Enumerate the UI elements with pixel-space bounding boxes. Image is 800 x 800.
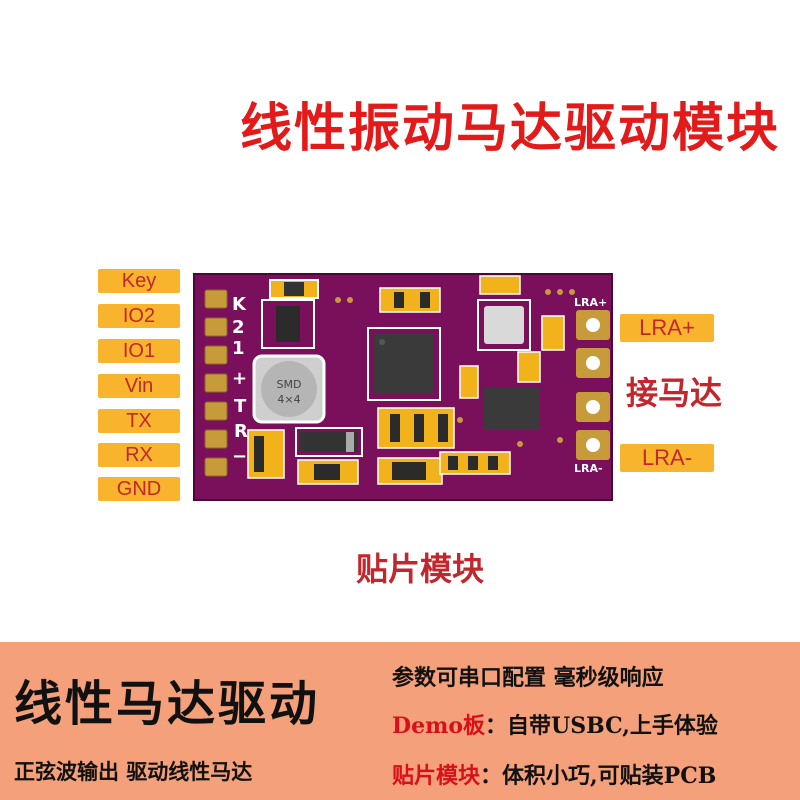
banner-feature-2: Demo板：自带USBC,上手体验 — [392, 708, 718, 740]
silk-pin-t: T — [234, 396, 247, 417]
connect-motor-label: 接马达 — [626, 374, 723, 412]
pin-label-rx: RX — [98, 443, 180, 467]
pin-label-vin: Vin — [98, 374, 180, 398]
banner-subtitle: 正弦波输出 驱动线性马达 — [14, 760, 253, 784]
lra-plus-label: LRA+ — [620, 314, 714, 342]
header-pins — [204, 289, 228, 477]
banner-feature-1: 参数可串口配置 毫秒级响应 — [392, 660, 664, 692]
driver-chip — [484, 388, 540, 430]
silk-pin-plus: + — [232, 368, 247, 389]
smd-module-caption: 贴片模块 — [355, 550, 484, 588]
lra-minus-label: LRA- — [620, 444, 714, 472]
pin-label-tx: TX — [98, 409, 180, 433]
pin-label-io1: IO1 — [98, 339, 180, 363]
banner-feature-3-highlight: 贴片模块 — [392, 763, 481, 789]
pin-label-gnd: GND — [98, 477, 180, 501]
silk-pin-minus: − — [232, 446, 247, 467]
page-title: 线性振动马达驱动模块 — [239, 99, 780, 159]
silk-pin-r: R — [234, 421, 248, 442]
silk-pin-k: K — [232, 294, 247, 315]
banner-title: 线性马达驱动 — [14, 676, 321, 732]
banner-feature-1-text: 参数可串口配置 毫秒级响应 — [392, 665, 664, 691]
pin-label-io2: IO2 — [98, 304, 180, 328]
silk-lra-minus: LRA- — [574, 462, 603, 475]
banner-feature-2-text: ：自带USBC,上手体验 — [485, 713, 718, 739]
banner-feature-3-text: ：体积小巧,可贴装PCB — [480, 763, 717, 789]
bottom-banner — [0, 642, 800, 800]
lra-pads — [576, 310, 610, 460]
inductor-smd: SMD 4×4 — [252, 354, 326, 424]
silk-lra-plus: LRA+ — [574, 296, 607, 309]
inductor-label-1: SMD — [277, 378, 302, 391]
silk-pin-1: 1 — [232, 338, 245, 359]
inductor-label-2: 4×4 — [277, 393, 300, 406]
banner-feature-3: 贴片模块：体积小巧,可贴装PCB — [392, 758, 716, 790]
silk-pin-2: 2 — [232, 317, 245, 338]
banner-feature-2-highlight: Demo板 — [392, 713, 486, 739]
pin-label-key: Key — [98, 269, 180, 293]
